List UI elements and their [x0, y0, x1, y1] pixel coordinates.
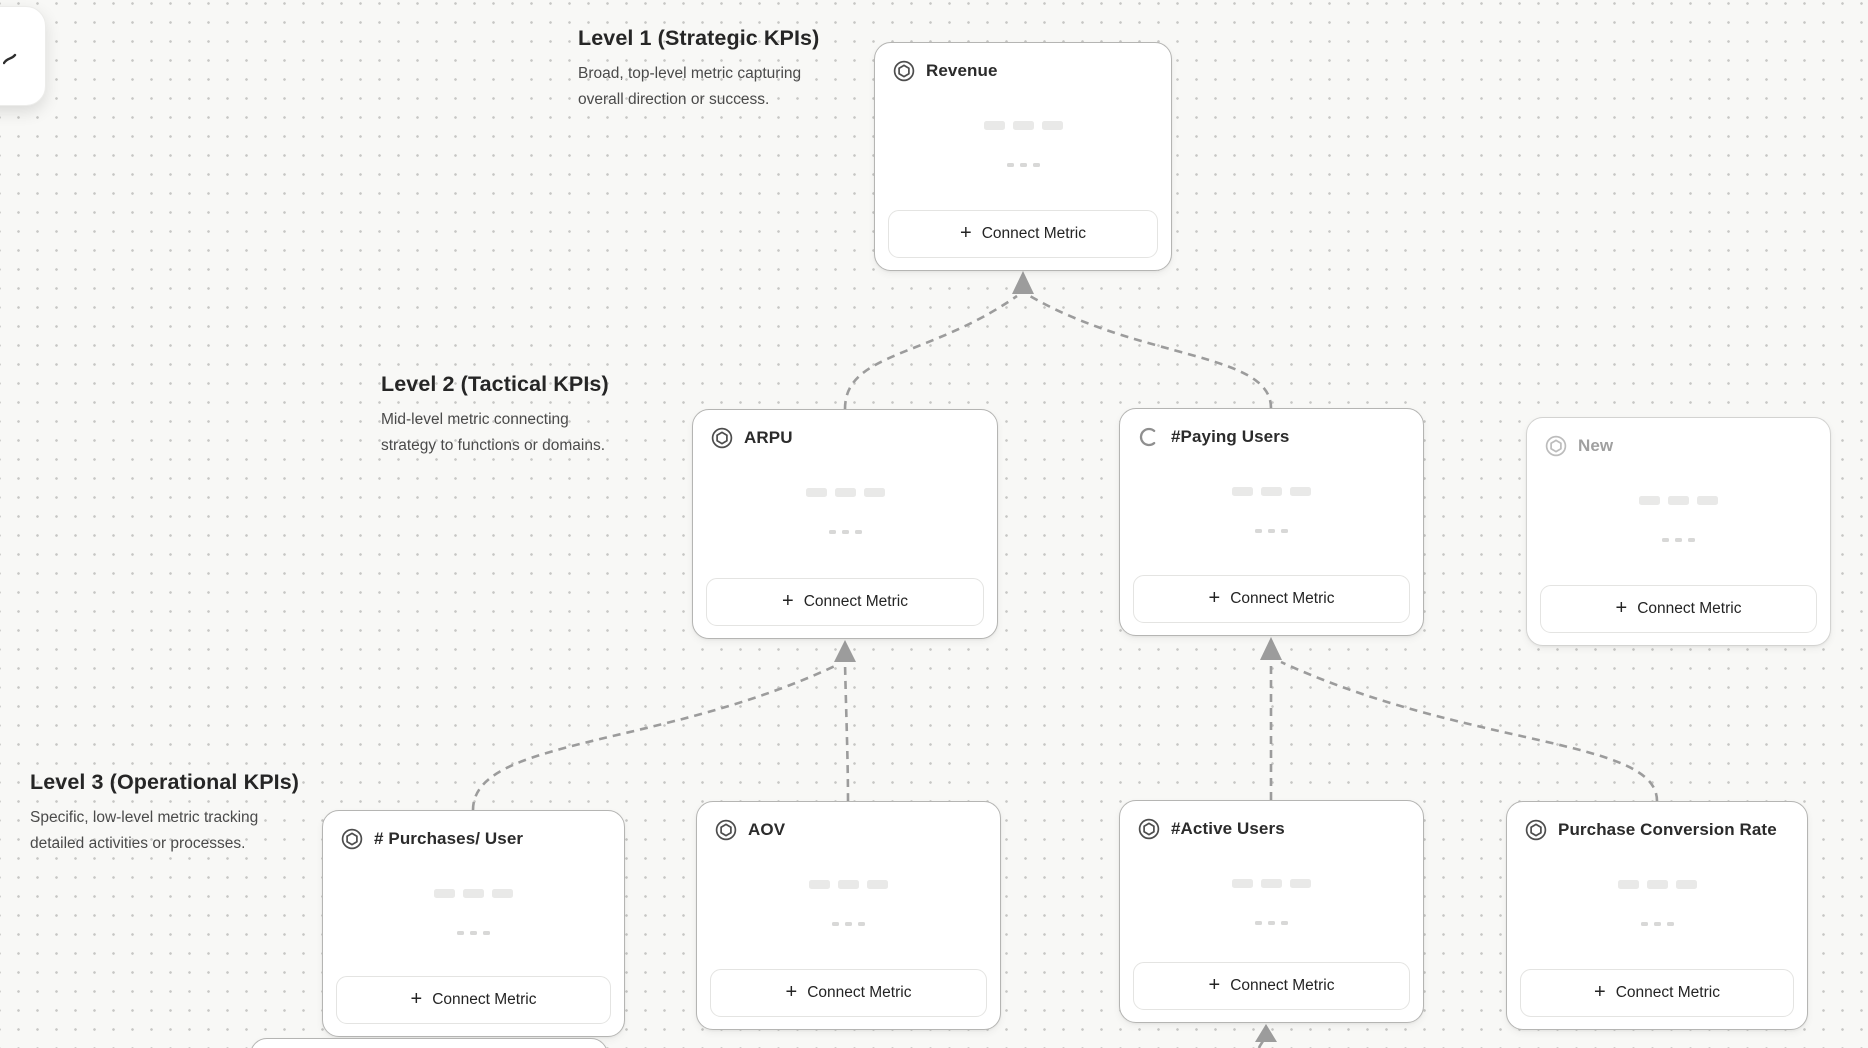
- skeleton-bars: [697, 880, 1000, 889]
- connect-metric-label: Connect Metric: [1230, 590, 1335, 607]
- skeleton-bars: [1527, 496, 1830, 505]
- plus-icon: +: [1594, 981, 1606, 1003]
- skeleton-dashes: [1120, 529, 1423, 533]
- metric-hexagon-icon: [1545, 435, 1567, 457]
- connect-metric-button[interactable]: + Connect Metric: [706, 578, 984, 626]
- connector-aov-arpu: [843, 662, 850, 802]
- skeleton-bars: [1120, 487, 1423, 496]
- metric-card-arpu[interactable]: ARPU + Connect Metric: [692, 409, 998, 639]
- connector-stub-active: [1257, 1040, 1265, 1048]
- metric-card-title: # Purchases/ User: [374, 829, 524, 848]
- metric-card-title: Revenue: [926, 61, 998, 80]
- skeleton-dashes: [1527, 538, 1830, 542]
- connect-metric-label: Connect Metric: [1230, 977, 1335, 994]
- metric-hexagon-icon: [1525, 819, 1547, 841]
- connect-metric-button[interactable]: + Connect Metric: [888, 210, 1158, 258]
- metric-hexagon-icon: [893, 60, 915, 82]
- level-3-title: Level 3 (Operational KPIs): [30, 770, 300, 794]
- skeleton-bars: [1120, 879, 1423, 888]
- skeleton-bars: [693, 488, 997, 497]
- skeleton-bars: [1507, 880, 1807, 889]
- connect-metric-label: Connect Metric: [432, 991, 537, 1008]
- connector-pcr-paying: [1280, 660, 1659, 802]
- cursor-tool-icon: [3, 53, 17, 65]
- plus-icon: +: [1615, 597, 1628, 619]
- skeleton-bars: [323, 889, 624, 898]
- plus-icon: +: [782, 590, 794, 612]
- metric-card-purchases-per-user[interactable]: # Purchases/ User + Connect Metric: [322, 810, 625, 1037]
- card-header: New: [1527, 418, 1830, 457]
- connect-metric-label: Connect Metric: [1637, 600, 1742, 617]
- skeleton-dashes: [1120, 921, 1423, 925]
- skeleton-dashes: [697, 922, 1000, 926]
- card-header: #Active Users: [1120, 801, 1423, 840]
- metric-card-title: Purchase Conversion Rate: [1558, 820, 1777, 839]
- plus-icon: +: [960, 222, 972, 244]
- card-header: ARPU: [693, 410, 997, 449]
- metric-hexagon-icon: [341, 828, 363, 850]
- level-1-title: Level 1 (Strategic KPIs): [578, 26, 820, 50]
- metric-hexagon-icon: [711, 427, 733, 449]
- metric-card-aov[interactable]: AOV + Connect Metric: [696, 801, 1001, 1030]
- skeleton-dashes: [1507, 922, 1807, 926]
- connect-metric-button[interactable]: + Connect Metric: [336, 976, 611, 1024]
- metric-card-active-users[interactable]: #Active Users + Connect Metric: [1119, 800, 1424, 1023]
- connect-metric-label: Connect Metric: [1615, 984, 1720, 1001]
- connector-purchases-arpu: [471, 663, 838, 811]
- level-2-section: Level 2 (Tactical KPIs) Mid-level metric…: [381, 372, 609, 459]
- connect-metric-button[interactable]: + Connect Metric: [1540, 585, 1817, 633]
- canvas-tool-button[interactable]: [0, 6, 46, 106]
- metric-hexagon-icon: [715, 819, 737, 841]
- arrowhead-revenue: [1012, 271, 1034, 294]
- card-header: AOV: [697, 802, 1000, 841]
- level-2-description: Mid-level metric connecting strategy to …: [381, 411, 606, 454]
- skeleton-bars: [875, 121, 1171, 130]
- skeleton-dashes: [323, 931, 624, 935]
- card-header: Revenue: [875, 43, 1171, 82]
- connect-metric-label: Connect Metric: [981, 225, 1086, 242]
- connect-metric-button[interactable]: + Connect Metric: [1520, 969, 1794, 1017]
- metric-card-paying-users[interactable]: #Paying Users + Connect Metric: [1119, 408, 1424, 636]
- connect-metric-button[interactable]: + Connect Metric: [710, 969, 987, 1017]
- metric-card-title: AOV: [748, 820, 786, 839]
- connect-metric-label: Connect Metric: [807, 984, 912, 1001]
- level-1-section: Level 1 (Strategic KPIs) Broad, top-leve…: [578, 26, 819, 113]
- level-3-description: Specific, low-level metric tracking deta…: [30, 809, 259, 852]
- connect-metric-button[interactable]: + Connect Metric: [1133, 962, 1410, 1010]
- card-header: Purchase Conversion Rate: [1507, 802, 1807, 841]
- metric-card-title: New: [1578, 436, 1614, 455]
- loading-spinner-icon: [1139, 427, 1159, 447]
- arrowhead-arpu: [834, 640, 856, 662]
- metric-hexagon-icon: [1138, 818, 1160, 840]
- connect-metric-button[interactable]: + Connect Metric: [1133, 575, 1410, 623]
- card-header: # Purchases/ User: [323, 811, 624, 850]
- metric-card-partial-bottom[interactable]: [250, 1038, 608, 1048]
- card-header: #Paying Users: [1120, 409, 1423, 448]
- connector-arpu-revenue: [843, 294, 1018, 410]
- metric-card-title: ARPU: [744, 428, 793, 447]
- metric-card-new[interactable]: New + Connect Metric: [1526, 417, 1831, 646]
- connector-paying-revenue: [1029, 294, 1273, 409]
- arrowhead-paying: [1260, 637, 1282, 660]
- plus-icon: +: [1208, 974, 1221, 996]
- plus-icon: +: [785, 981, 798, 1003]
- metric-card-title: #Paying Users: [1171, 427, 1290, 446]
- skeleton-dashes: [693, 530, 997, 534]
- level-2-title: Level 2 (Tactical KPIs): [381, 372, 609, 396]
- plus-icon: +: [1208, 587, 1221, 609]
- metric-card-title: #Active Users: [1171, 819, 1285, 838]
- level-1-description: Broad, top-level metric capturing overal…: [578, 65, 802, 108]
- skeleton-dashes: [875, 163, 1171, 167]
- arrowhead-active: [1255, 1024, 1277, 1042]
- level-3-section: Level 3 (Operational KPIs) Specific, low…: [30, 770, 299, 857]
- plus-icon: +: [410, 988, 423, 1010]
- metric-card-purchase-conversion-rate[interactable]: Purchase Conversion Rate + Connect Metri…: [1506, 801, 1808, 1030]
- connect-metric-label: Connect Metric: [803, 593, 908, 610]
- metric-card-revenue[interactable]: Revenue + Connect Metric: [874, 42, 1172, 271]
